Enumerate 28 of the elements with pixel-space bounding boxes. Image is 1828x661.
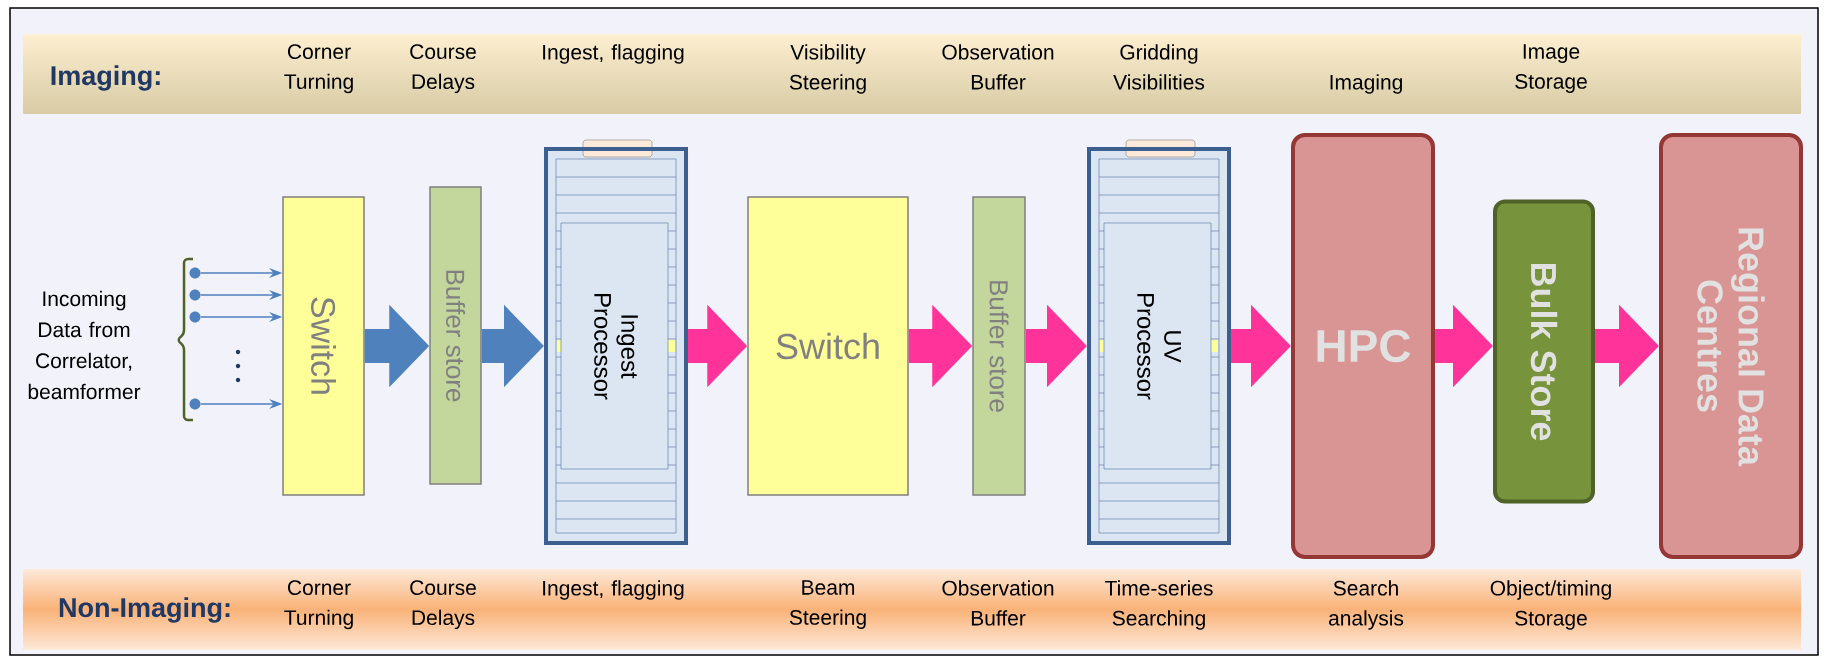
input-label: Incoming Data from Correlator, beamformer — [28, 290, 141, 400]
stage-label: Observation Buffer — [942, 580, 1054, 626]
row-heading: Imaging: — [51, 65, 160, 91]
stage-label: Imaging — [1330, 74, 1402, 94]
stage-label: Time-series Searching — [1105, 580, 1213, 630]
stage-label: Image Storage — [1515, 44, 1587, 93]
stage-label: Ingest, flagging — [543, 580, 684, 600]
stage-label: Search analysis — [1328, 580, 1404, 630]
stage-label: Ingest, flagging — [543, 44, 684, 64]
stage-label: Course Delays — [410, 580, 476, 630]
buffer-store-box: Buffer store — [972, 196, 1026, 496]
stage-label: Corner Turning — [284, 580, 353, 630]
stage-label: Gridding Visibilities — [1113, 44, 1205, 90]
stage-label: Beam Steering — [789, 580, 866, 629]
buffer-store-box: Buffer store — [429, 186, 482, 485]
stage-label: Visibility Steering — [789, 44, 866, 94]
hpc-box: HPC — [1291, 133, 1435, 559]
server-rack: UV Processor — [1087, 139, 1231, 545]
data-centre-box: Regional Data Centres — [1659, 133, 1803, 559]
stage-label: Course Delays — [410, 44, 476, 94]
stage-label: Observation Buffer — [942, 44, 1054, 90]
stage-label: Object/timing Storage — [1490, 580, 1611, 630]
stage-label: Corner Turning — [284, 44, 353, 94]
row-heading: Non-Imaging: — [59, 597, 230, 623]
switch-box: Switch — [747, 196, 909, 496]
switch-box: Switch — [282, 196, 365, 496]
storage-box: Bulk Store — [1493, 199, 1595, 504]
server-rack: Ingest Processor — [544, 139, 688, 545]
